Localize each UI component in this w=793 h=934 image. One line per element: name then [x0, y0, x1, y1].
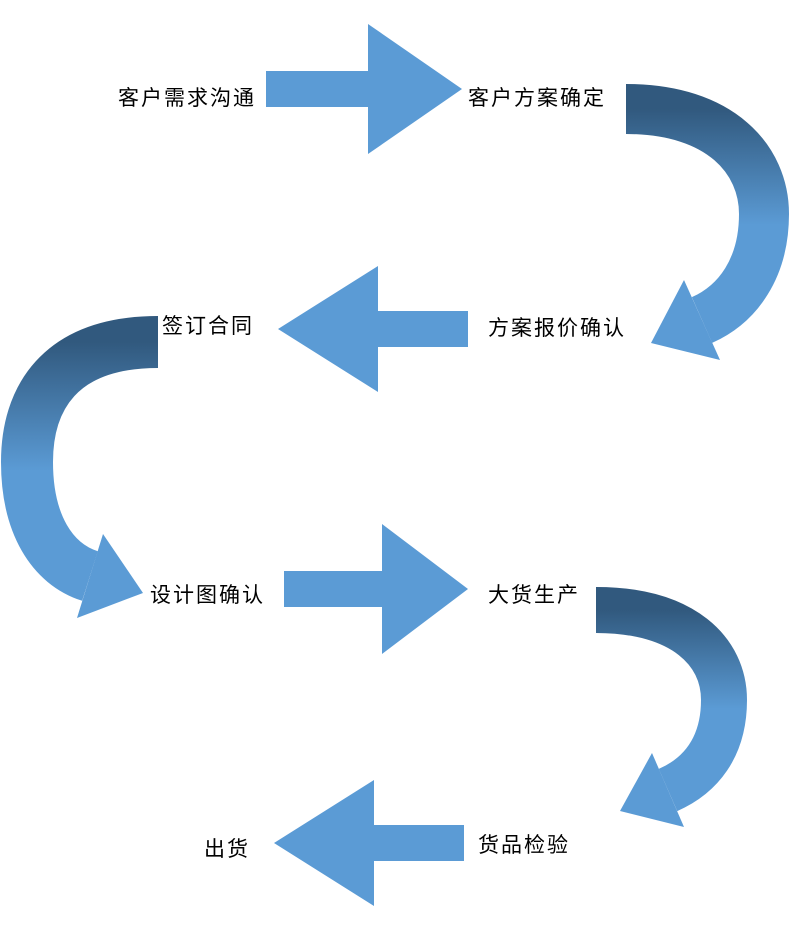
step-label-customer-needs: 客户需求沟通	[118, 86, 256, 110]
left-arrow-shape	[274, 780, 464, 906]
curved-down-arrow-icon	[596, 587, 748, 827]
left-arrow-icon	[274, 780, 464, 906]
curved-arrow-band	[626, 84, 790, 343]
right-arrow-shape	[284, 524, 468, 654]
left-arrow-icon	[278, 266, 468, 392]
step-label-goods-inspection: 货品检验	[478, 833, 570, 857]
curved-down-arrow-icon	[626, 84, 790, 360]
left-arrow-shape	[278, 266, 468, 392]
step-label-sign-contract: 签订合同	[162, 314, 254, 338]
right-arrow-shape	[266, 24, 462, 154]
curved-down-arrow-icon	[0, 316, 159, 618]
curved-arrow-band	[0, 316, 159, 601]
step-label-design-confirmation: 设计图确认	[150, 583, 265, 607]
step-label-customer-plan: 客户方案确定	[468, 86, 606, 110]
step-label-shipment: 出货	[204, 837, 250, 861]
curved-arrow-band	[596, 587, 748, 812]
step-label-quote-confirmation: 方案报价确认	[488, 316, 626, 340]
curved-arrow-head	[651, 280, 720, 360]
curved-arrow-head	[620, 753, 684, 827]
step-label-bulk-production: 大货生产	[488, 583, 580, 607]
right-arrow-icon	[284, 524, 468, 654]
curved-arrow-head	[77, 534, 143, 618]
right-arrow-icon	[266, 24, 462, 154]
